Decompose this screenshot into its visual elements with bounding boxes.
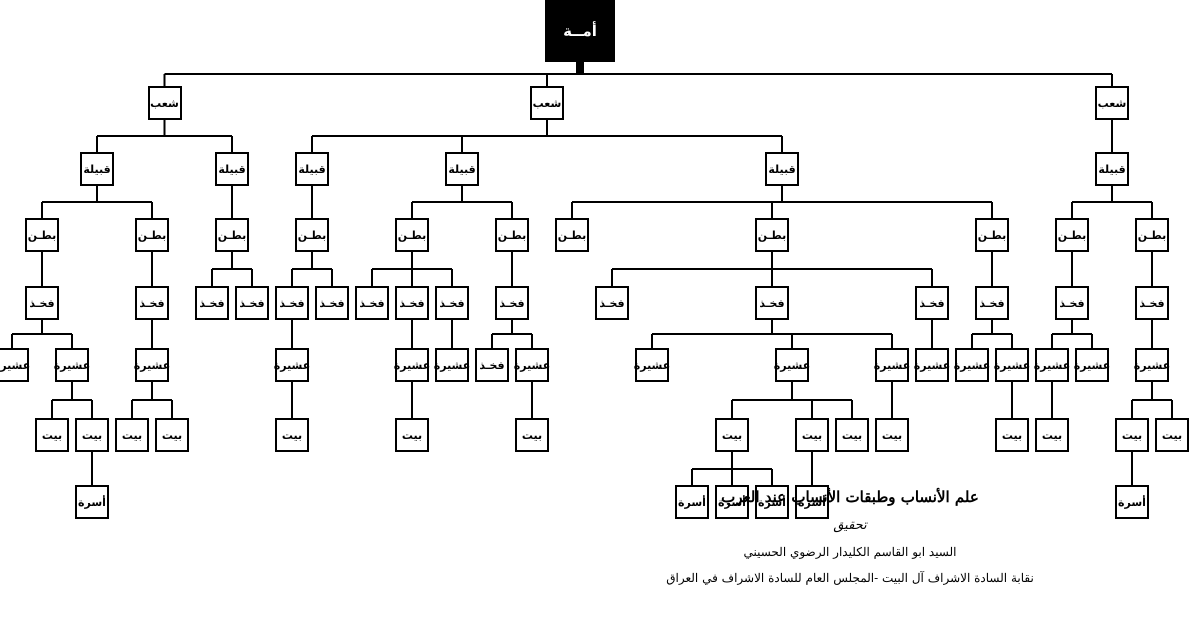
node-usra: أسرة	[75, 485, 109, 519]
node-usra: أسرة	[715, 485, 749, 519]
node-ashira: عشيرة	[914, 348, 950, 382]
node-ashira: عشيرة	[874, 348, 910, 382]
node-ashira: عشيرة	[994, 348, 1030, 382]
node-bayt: بيت	[1115, 418, 1149, 452]
node-umma: أمــة	[545, 0, 615, 62]
node-batn: بطـن	[555, 218, 589, 252]
node-fakhdh: فخـذ	[315, 286, 349, 320]
node-fakhdh: فخـذ	[25, 286, 59, 320]
node-qabila: قبيلة	[295, 152, 329, 186]
node-qabila: قبيلة	[80, 152, 114, 186]
node-ashira: عشيرة	[0, 348, 30, 382]
node-qabila: قبيلة	[215, 152, 249, 186]
node-bayt: بيت	[115, 418, 149, 452]
node-batn: بطـن	[135, 218, 169, 252]
node-fakhdh: فخـذ	[495, 286, 529, 320]
node-fakhdh: فخـذ	[355, 286, 389, 320]
node-qabila: قبيلة	[445, 152, 479, 186]
node-shaab: شعب	[530, 86, 564, 120]
node-usra: أسرة	[795, 485, 829, 519]
node-bayt: بيت	[75, 418, 109, 452]
node-usra: أسرة	[675, 485, 709, 519]
node-bayt: بيت	[995, 418, 1029, 452]
node-shaab: شعب	[147, 86, 182, 120]
node-ashira: عشيرة	[1134, 348, 1170, 382]
node-fakhdh: فخـذ	[135, 286, 169, 320]
node-ashira: عشيرة	[434, 348, 470, 382]
node-batn: بطـن	[1135, 218, 1169, 252]
node-bayt: بيت	[275, 418, 309, 452]
node-ashira: عشيرة	[274, 348, 310, 382]
node-batn: بطـن	[25, 218, 59, 252]
node-batn: بطـن	[755, 218, 789, 252]
node-batn: بطـن	[295, 218, 329, 252]
caption-title: علم الأنساب وطبقات الأنساب عند العرب	[721, 488, 979, 506]
node-bayt: بيت	[155, 418, 189, 452]
node-ashira: عشيرة	[394, 348, 430, 382]
node-shaab: شعب	[1095, 86, 1129, 120]
node-qabila: قبيلة	[765, 152, 799, 186]
node-batn: بطـن	[495, 218, 529, 252]
node-fakhdh: فخـذ	[235, 286, 269, 320]
node-fakhdh: فخـذ	[395, 286, 429, 320]
node-fakhdh: فخـذ	[275, 286, 309, 320]
caption-author: السيد ابو القاسم الكليدار الرضوي الحسيني	[743, 545, 957, 559]
caption-subtitle: تحقيق	[833, 518, 867, 533]
caption-block: علم الأنساب وطبقات الأنساب عند العرب تحق…	[660, 480, 1040, 585]
node-fakhdh: فخـذ	[1055, 286, 1089, 320]
node-ashira: عشيرة	[634, 348, 670, 382]
node-ashira: عشيرة	[1034, 348, 1070, 382]
node-ashira: عشيرة	[1074, 348, 1110, 382]
node-bayt: بيت	[875, 418, 909, 452]
node-bayt: بيت	[1155, 418, 1189, 452]
node-bayt: بيت	[395, 418, 429, 452]
node-batn: بطـن	[215, 218, 249, 252]
node-fakhdh: فخـذ	[755, 286, 789, 320]
node-qabila: قبيلة	[1095, 152, 1129, 186]
node-fakhdh: فخـذ	[435, 286, 469, 320]
node-fakhdh: فخـذ	[195, 286, 229, 320]
caption-organization: نقابة السادة الاشراف آل البيت -المجلس ال…	[666, 571, 1034, 585]
node-bayt: بيت	[35, 418, 69, 452]
node-bayt: بيت	[835, 418, 869, 452]
node-fakhdh: فخـذ	[475, 348, 509, 382]
node-batn: بطـن	[395, 218, 429, 252]
node-bayt: بيت	[715, 418, 749, 452]
node-fakhdh: فخـذ	[975, 286, 1009, 320]
node-usra: أسرة	[755, 485, 789, 519]
node-fakhdh: فخـذ	[595, 286, 629, 320]
root-stem	[576, 62, 584, 74]
node-fakhdh: فخـذ	[915, 286, 949, 320]
node-ashira: عشيرة	[514, 348, 550, 382]
node-bayt: بيت	[515, 418, 549, 452]
node-bayt: بيت	[1035, 418, 1069, 452]
node-ashira: عشيرة	[954, 348, 990, 382]
node-fakhdh: فخـذ	[1135, 286, 1169, 320]
node-batn: بطـن	[1055, 218, 1089, 252]
node-ashira: عشيرة	[54, 348, 90, 382]
node-usra: أسرة	[1115, 485, 1149, 519]
node-batn: بطـن	[975, 218, 1009, 252]
node-ashira: عشيرة	[774, 348, 810, 382]
node-ashira: عشيرة	[134, 348, 170, 382]
node-bayt: بيت	[795, 418, 829, 452]
